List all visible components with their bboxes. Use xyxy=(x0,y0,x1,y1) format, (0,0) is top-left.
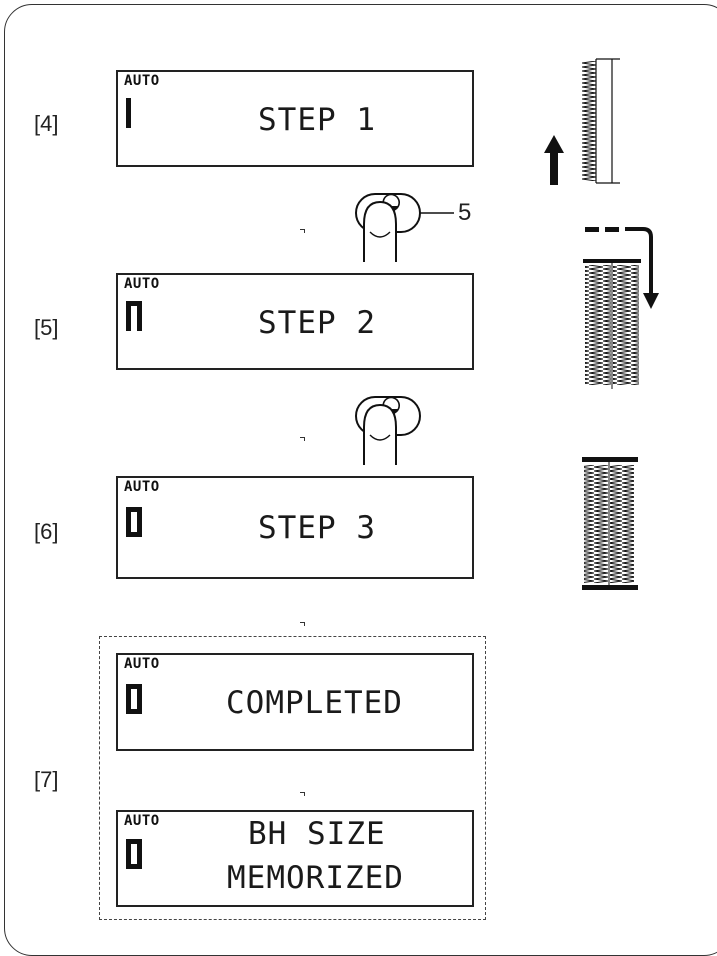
lcd-message: STEP 3 xyxy=(258,510,376,546)
lcd-message-line-1: BH SIZE xyxy=(248,816,386,852)
sequence-tick xyxy=(300,229,305,233)
auto-indicator: AUTO xyxy=(124,276,160,292)
auto-indicator: AUTO xyxy=(124,73,160,89)
buttonhole-phase-icon xyxy=(126,301,142,331)
step-label-5: [5] xyxy=(34,315,59,340)
callout-number: 5 xyxy=(458,199,472,226)
step-label-4: [4] xyxy=(34,111,59,136)
auto-indicator: AUTO xyxy=(124,813,160,829)
auto-indicator: AUTO xyxy=(124,656,160,672)
lcd-message: STEP 2 xyxy=(258,305,376,341)
auto-indicator: AUTO xyxy=(124,479,160,495)
buttonhole-phase-icon xyxy=(126,684,142,714)
finger-press-icon xyxy=(355,193,454,262)
lcd-message: STEP 1 xyxy=(258,102,376,138)
step-label-7: [7] xyxy=(34,767,59,792)
finger-press-icon xyxy=(355,396,421,465)
sequence-tick xyxy=(300,622,305,626)
buttonhole-phase-icon xyxy=(126,839,142,869)
buttonhole-stitch-icon xyxy=(582,457,638,590)
buttonhole-phase-icon xyxy=(126,98,131,128)
lcd-display-memorized: AUTO BH SIZE MEMORIZED xyxy=(116,810,474,907)
lcd-display-step-1: AUTO STEP 1 xyxy=(116,70,474,167)
lcd-display-step-2: AUTO STEP 2 xyxy=(116,273,474,370)
lcd-display-step-3: AUTO STEP 3 xyxy=(116,476,474,579)
buttonhole-stitch-icon xyxy=(544,58,620,185)
sequence-tick xyxy=(300,437,305,441)
lcd-message: COMPLETED xyxy=(226,685,403,721)
step-7-group xyxy=(99,636,486,920)
return-arrow-icon xyxy=(583,227,659,389)
lcd-message-line-2: MEMORIZED xyxy=(227,860,404,896)
sequence-tick xyxy=(300,792,305,796)
step-label-6: [6] xyxy=(34,519,59,544)
lcd-display-completed: AUTO COMPLETED xyxy=(116,653,474,751)
buttonhole-phase-icon xyxy=(126,507,142,537)
